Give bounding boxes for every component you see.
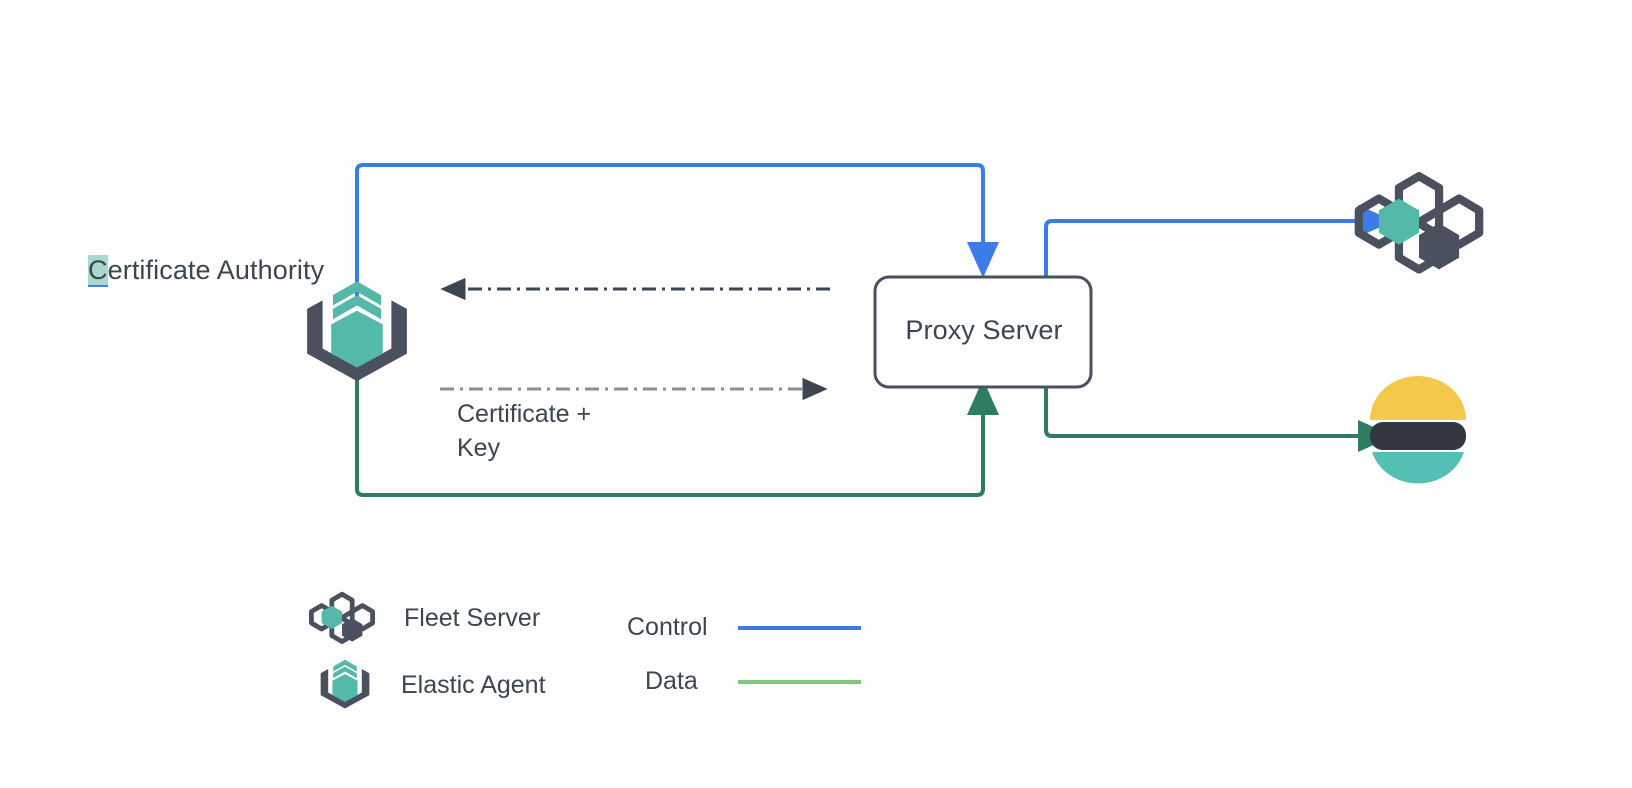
elastic-agent-icon	[307, 281, 407, 382]
legend-elastic-agent-icon	[320, 659, 370, 709]
legend-item-elastic-agent-label: Elastic Agent	[401, 671, 546, 699]
certificate-key-edge-label: Certificate + Key	[457, 397, 687, 465]
legend-line-data-label: Data	[645, 667, 698, 695]
legend-line-control-label: Control	[627, 613, 708, 641]
certificate-authority-label-rest: ertificate Authority	[107, 255, 325, 285]
fleet-server-icon	[1354, 172, 1484, 274]
certificate-key-line-2: Key	[457, 434, 501, 462]
edge-proxy-to-fleet-control	[1044, 205, 1394, 276]
edge-agent-to-proxy-data	[355, 375, 999, 497]
certificate-authority-label-highlight: C	[88, 255, 108, 285]
elasticsearch-icon	[1370, 376, 1466, 484]
edge-proxy-to-elasticsearch-data	[1044, 388, 1394, 452]
legend-item-fleet-server-label: Fleet Server	[404, 604, 541, 632]
certificate-key-line-1: Certificate +	[457, 400, 592, 428]
proxy-server-label: Proxy Server	[905, 315, 1063, 345]
edge-agent-to-proxy-control	[355, 163, 999, 300]
certificate-authority-label: Certificate Authority	[88, 254, 324, 288]
legend-fleet-server-icon	[308, 591, 376, 645]
proxy-server-box[interactable]	[873, 275, 1093, 389]
